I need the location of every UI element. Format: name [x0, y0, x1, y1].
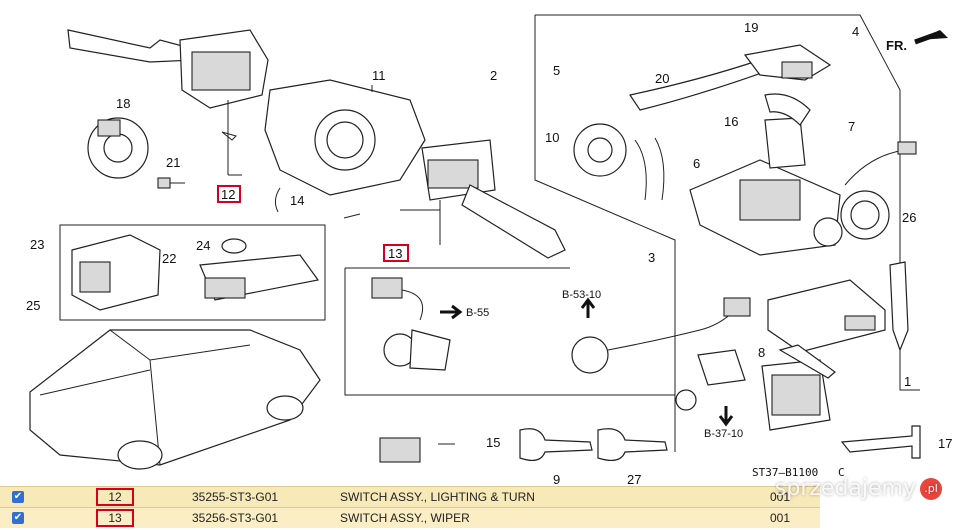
ring-26-drawing	[840, 141, 917, 240]
ignition-switch-drawing	[573, 44, 832, 201]
key-27-drawing	[597, 428, 668, 462]
watermark: sprzedajemy.pl	[775, 476, 942, 501]
row-checkbox[interactable]: ✔	[12, 512, 24, 524]
callout-2[interactable]: 2	[490, 68, 497, 83]
b-group-frame	[344, 267, 675, 396]
unit-group-frame	[59, 224, 326, 321]
front-direction-indicator	[914, 30, 948, 45]
watermark-badge: .pl	[920, 478, 942, 500]
control-unit-drawing	[761, 279, 886, 431]
callout-19[interactable]: 19	[744, 20, 758, 35]
callout-8[interactable]: 8	[758, 345, 765, 360]
parts-table-row[interactable]: ✔ 12 35255-ST3-G01 SWITCH ASSY., LIGHTIN…	[0, 486, 820, 507]
switch-body-drawing	[264, 79, 426, 196]
callout-5[interactable]: 5	[553, 63, 560, 78]
drawing-code-suffix: C	[838, 466, 845, 479]
ref-b55-label[interactable]: B-55	[466, 307, 489, 319]
callout-14[interactable]: 14	[290, 193, 304, 208]
callout-15[interactable]: 15	[486, 435, 500, 450]
callout-26[interactable]: 26	[902, 210, 916, 225]
wiper-switch-drawing	[343, 139, 566, 259]
ref-b3710-label[interactable]: B-37-10	[704, 428, 743, 440]
row-description: SWITCH ASSY., WIPER	[340, 511, 470, 525]
parts-table-row[interactable]: ✔ 13 35256-ST3-G01 SWITCH ASSY., WIPER 0…	[0, 507, 820, 528]
callout-27[interactable]: 27	[627, 472, 641, 486]
callout-22[interactable]: 22	[162, 251, 176, 266]
callout-24[interactable]: 24	[196, 238, 210, 253]
callout-21[interactable]: 21	[166, 155, 180, 170]
callout-11[interactable]: 11	[372, 68, 386, 83]
key-9-drawing	[519, 428, 593, 462]
row-checkbox[interactable]: ✔	[12, 491, 24, 503]
steering-lock-frame	[534, 14, 920, 452]
drawing-code: ST37–B1100	[752, 466, 818, 479]
callout-13-highlight	[383, 244, 409, 262]
callout-23[interactable]: 23	[30, 237, 44, 252]
steering-lock-drawing	[689, 93, 843, 256]
lighting-turn-switch-drawing	[67, 29, 269, 176]
callout-6[interactable]: 6	[693, 156, 700, 171]
callout-9[interactable]: 9	[553, 472, 560, 486]
row-qty: 001	[770, 511, 791, 525]
row-ref: 13	[96, 509, 134, 527]
unit-23-drawing	[71, 234, 161, 311]
row-description: SWITCH ASSY., LIGHTING & TURN	[340, 490, 535, 504]
front-label: FR.	[886, 38, 907, 53]
row-ref: 12	[96, 488, 134, 506]
callout-17[interactable]: 17	[938, 436, 952, 451]
callout-3[interactable]: 3	[648, 250, 655, 265]
row-qty: 001	[770, 490, 791, 504]
arrow-b55-icon	[440, 304, 463, 320]
parts-diagram: 11 2 5 19 20 4 10 16 6 7 18 21 14 26 3 2…	[26, 14, 952, 486]
callout-20[interactable]: 20	[655, 71, 669, 86]
wire-14-drawing	[274, 187, 281, 213]
callout-12[interactable]: 12	[221, 187, 235, 202]
row-part-number: 35255-ST3-G01	[192, 490, 279, 504]
callout-25[interactable]: 25	[26, 298, 40, 313]
callout-7[interactable]: 7	[848, 119, 855, 134]
bracket-17-drawing	[840, 425, 921, 459]
ref-b5310-label[interactable]: B-53-10	[562, 289, 601, 301]
connector-15-drawing	[379, 437, 455, 463]
watermark-text: sprzedajemy	[774, 476, 916, 501]
screw-21-drawing	[157, 177, 185, 189]
callout-12-highlight	[217, 185, 241, 203]
callout-18[interactable]: 18	[116, 96, 130, 111]
callout-13[interactable]: 13	[388, 246, 402, 261]
callout-16[interactable]: 16	[724, 114, 738, 129]
pad-22-drawing	[199, 238, 320, 301]
parts-table: ✔ 12 35255-ST3-G01 SWITCH ASSY., LIGHTIN…	[0, 486, 820, 528]
car-silhouette-drawing	[29, 329, 321, 470]
row-part-number: 35256-ST3-G01	[192, 511, 279, 525]
arrow-b3710-icon	[718, 406, 734, 427]
callout-4[interactable]: 4	[852, 24, 859, 39]
harness-b5310-drawing	[571, 297, 751, 411]
cancel-sleeve-drawing	[87, 117, 149, 179]
arrow-b5310-icon	[580, 297, 596, 318]
key-cylinder-b55-drawing	[371, 277, 451, 371]
callout-1[interactable]: 1	[904, 374, 911, 389]
key-8-drawing	[778, 261, 909, 379]
callout-10[interactable]: 10	[545, 130, 559, 145]
